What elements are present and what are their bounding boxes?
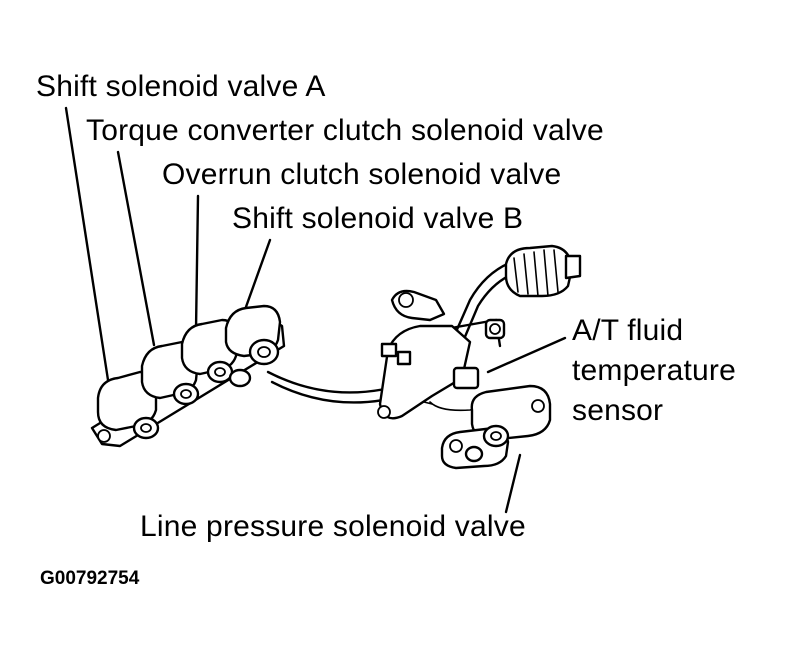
leader-shift-solenoid-b bbox=[240, 238, 272, 320]
leader-line-pressure bbox=[504, 453, 522, 514]
leader-lines bbox=[64, 106, 567, 514]
leader-shift-solenoid-a bbox=[64, 106, 110, 382]
label-overrun-clutch-solenoid-valve: Overrun clutch solenoid valve bbox=[162, 158, 562, 191]
figure-code: G00792754 bbox=[40, 568, 140, 589]
label-line-pressure-solenoid-valve: Line pressure solenoid valve bbox=[140, 510, 526, 543]
label-shift-solenoid-valve-a: Shift solenoid valve A bbox=[36, 70, 326, 103]
solenoid-overrun-body bbox=[180, 318, 240, 376]
leader-overrun-clutch bbox=[194, 194, 200, 332]
leader-fluid-temp-sensor bbox=[486, 336, 567, 374]
label-torque-converter-clutch-solenoid-valve: Torque converter clutch solenoid valve bbox=[86, 114, 604, 147]
label-fluid-temp-line3: sensor bbox=[572, 394, 664, 427]
label-fluid-temp-line2: temperature bbox=[572, 354, 736, 387]
solenoid-bank bbox=[90, 304, 286, 448]
label-shift-solenoid-valve-b: Shift solenoid valve B bbox=[232, 202, 524, 235]
solenoid-a-body bbox=[96, 370, 158, 432]
leader-torque-converter bbox=[116, 150, 156, 347]
line-pressure-solenoid bbox=[440, 384, 552, 470]
harness-connector bbox=[504, 244, 582, 298]
label-fluid-temp-line1: A/T fluid bbox=[572, 314, 684, 347]
central-bracket bbox=[377, 289, 506, 420]
